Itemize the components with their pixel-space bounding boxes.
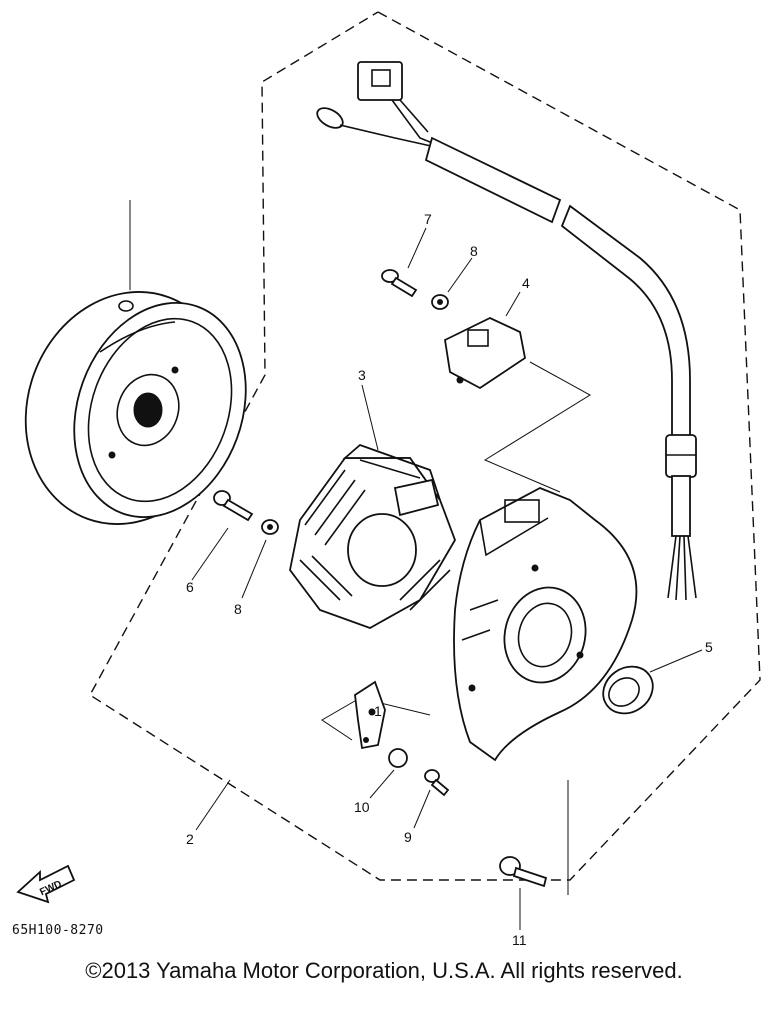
screw-6 [191,490,254,581]
callout-2: 2 [186,831,194,847]
pickup-coil [444,291,591,493]
washer-8-lower [241,519,279,599]
callout-11: 11 [512,932,527,948]
callout-6: 6 [186,579,194,595]
callout-8-lower: 8 [234,601,242,617]
callout-9: 9 [404,829,412,845]
screw-9 [413,769,450,829]
leader-2 [195,779,231,831]
fwd-arrow-icon: FWD [16,864,76,904]
stator-coil [289,384,456,629]
callout-7: 7 [424,211,432,227]
assembly-outline [89,11,761,881]
callout-4: 4 [522,275,530,291]
flywheel-rotor [24,200,247,525]
part-code: 65H100-8270 [12,923,104,938]
callout-1: 1 [374,703,382,719]
washer-8-upper [431,257,473,310]
callout-8-upper: 8 [470,243,478,259]
wire-harness [316,61,697,601]
stator-base-plate [453,487,638,762]
screw-7 [381,227,427,298]
bolt-11 [499,780,569,930]
callout-5: 5 [705,639,713,655]
washer-10 [369,748,408,799]
exploded-parts-diagram: FWD 3 4 5 6 7 8 8 1 2 9 10 11 65H100-827… [12,11,761,948]
callout-3: 3 [358,367,366,383]
oil-seal [602,649,703,715]
copyright-notice: ©2013 Yamaha Motor Corporation, U.S.A. A… [85,958,683,983]
lead-clamp [321,680,431,750]
callout-10: 10 [354,799,370,815]
